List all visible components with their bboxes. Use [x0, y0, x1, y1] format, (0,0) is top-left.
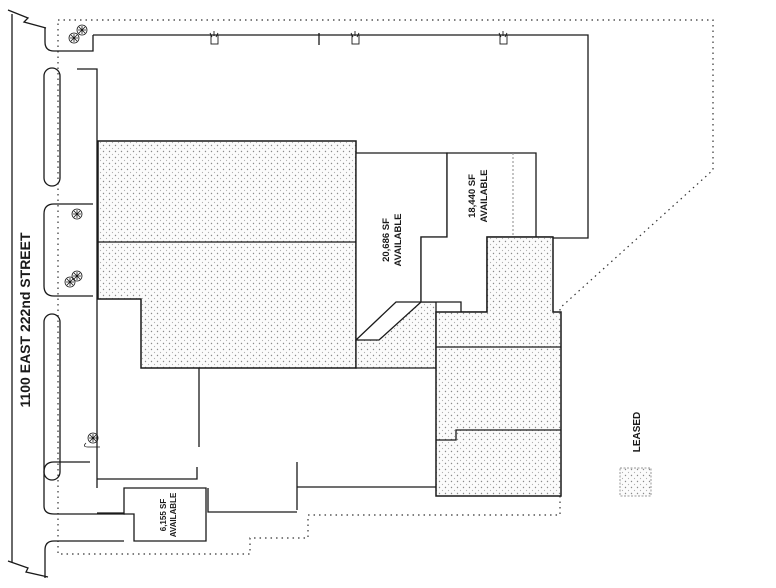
building-leased-main [97, 140, 357, 369]
planter-icon [498, 31, 508, 45]
unit-18440-label: 18,440 SF AVAILABLE [467, 170, 490, 223]
tree-icon [76, 24, 88, 36]
legend-swatch-leased [619, 467, 652, 497]
unit-status: AVAILABLE [169, 492, 178, 537]
legend: LEASED [619, 412, 652, 497]
unit-20686-label: 20,686 SF AVAILABLE [381, 214, 404, 267]
property-line [57, 19, 714, 555]
inner-boundary [77, 33, 589, 488]
yard-lines [97, 368, 436, 514]
unit-size: 6,155 SF [159, 499, 168, 532]
unit-status: AVAILABLE [479, 170, 490, 223]
unit-size: 20,686 SF [381, 218, 392, 262]
planter-icons [209, 31, 508, 45]
legend-label: LEASED [632, 412, 643, 453]
street-edge [7, 9, 49, 578]
tree-icon [84, 432, 100, 448]
tree-icon [71, 270, 83, 282]
tree-icon [64, 276, 76, 288]
unit-size: 18,440 SF [467, 174, 478, 218]
tree-icon [71, 208, 83, 220]
planter-icon [209, 31, 219, 45]
street-label: 1100 EAST 222nd STREET [17, 232, 33, 408]
curb-islands [43, 28, 125, 578]
tree-icons [64, 24, 100, 448]
tree-icon [68, 32, 80, 44]
unit-status: AVAILABLE [393, 214, 404, 267]
planter-icon [350, 31, 360, 45]
unit-6155-available[interactable] [123, 487, 207, 542]
building-leased-right [435, 236, 562, 497]
unit-6155-label: 6,155 SF AVAILABLE [159, 492, 178, 537]
